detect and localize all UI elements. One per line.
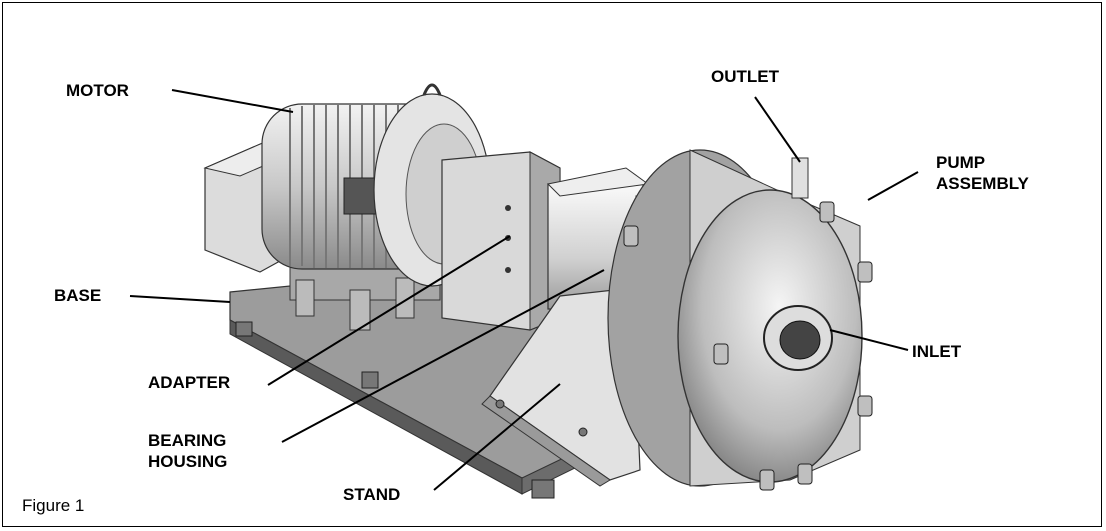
motor-leader (171, 89, 294, 113)
label-pump-assembly: PUMP ASSEMBLY (936, 152, 1029, 194)
base-leader (129, 295, 231, 303)
label-bearing-line2: HOUSING (148, 452, 228, 471)
pump-assembly (607, 149, 873, 491)
label-inlet: INLET (912, 342, 962, 361)
figure-caption: Figure 1 (22, 496, 85, 515)
adapter-leader (267, 235, 511, 386)
label-pump-line2: ASSEMBLY (936, 174, 1029, 193)
label-base: BASE (54, 286, 102, 305)
bearing-leader (281, 269, 605, 443)
stand-leader (433, 383, 561, 491)
inlet-leader (829, 329, 909, 351)
label-bearing-line1: BEARING (148, 431, 227, 450)
label-bearing-housing: BEARING HOUSING (148, 430, 227, 472)
outlet-leader (754, 96, 801, 163)
label-pump-line1: PUMP (936, 153, 986, 172)
leader-lines (129, 89, 919, 491)
pump-leader (867, 171, 919, 201)
label-adapter: ADAPTER (148, 373, 231, 392)
label-outlet: OUTLET (711, 67, 779, 86)
label-stand: STAND (343, 485, 401, 504)
label-motor: MOTOR (66, 81, 129, 100)
stand (481, 287, 641, 487)
